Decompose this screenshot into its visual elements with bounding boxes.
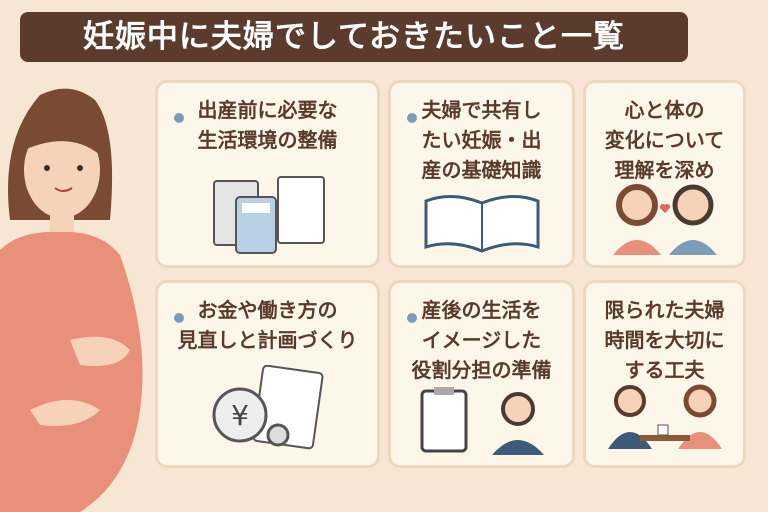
card-text: たい妊娠・出 (421, 128, 542, 152)
card-text: 出産前に必要な (197, 98, 338, 122)
card-text: 理解を深め (614, 158, 715, 182)
card-text: 生活環境の整備 (197, 128, 338, 152)
card-text: 変化について (604, 128, 725, 152)
card-mind-body-changes: 心と体の変化について理解を深め (583, 80, 746, 268)
couple-table-icon (607, 384, 722, 449)
checklist-calculator-icon (212, 176, 325, 254)
yen-gear-document-icon: ¥ (212, 365, 323, 450)
card-text: 夫婦で共有し (421, 98, 542, 122)
card-text: 限られた夫婦 (604, 298, 725, 322)
card-role-sharing: 産後の生活をイメージした役割分担の準備 (388, 280, 575, 468)
card-text: 時間を大切に (604, 328, 725, 352)
couple-heart-icon (612, 184, 717, 255)
clipboard-man-icon (420, 387, 544, 455)
card-text: 見直しと計画づくり (177, 328, 358, 352)
card-text: 産の基礎知識 (421, 158, 542, 182)
card-text: イメージした (421, 328, 542, 352)
card-living-environment: 出産前に必要な生活環境の整備 (155, 80, 380, 268)
card-text: 役割分担の準備 (411, 358, 552, 382)
card-pregnancy-knowledge: 夫婦で共有したい妊娠・出産の基礎知識 (388, 80, 575, 268)
bullet-dot (174, 113, 184, 123)
card-text: お金や働き方の (197, 298, 338, 322)
pregnant-woman-illustration (0, 88, 143, 512)
open-book-icon (424, 195, 539, 253)
bullet-dot (407, 313, 417, 323)
card-text: 産後の生活を (421, 298, 542, 322)
card-text: する工夫 (624, 358, 705, 382)
card-couple-time: 限られた夫婦時間を大切にする工夫 (583, 280, 746, 468)
bullet-dot (407, 113, 417, 123)
svg-text:¥: ¥ (231, 399, 249, 432)
page-title: 妊娠中に夫婦でしておきたいこと一覧 (20, 12, 688, 62)
bullet-dot (174, 313, 184, 323)
card-money-work-plan: お金や働き方の見直しと計画づくり ¥ (155, 280, 380, 468)
card-text: 心と体の (624, 98, 705, 122)
